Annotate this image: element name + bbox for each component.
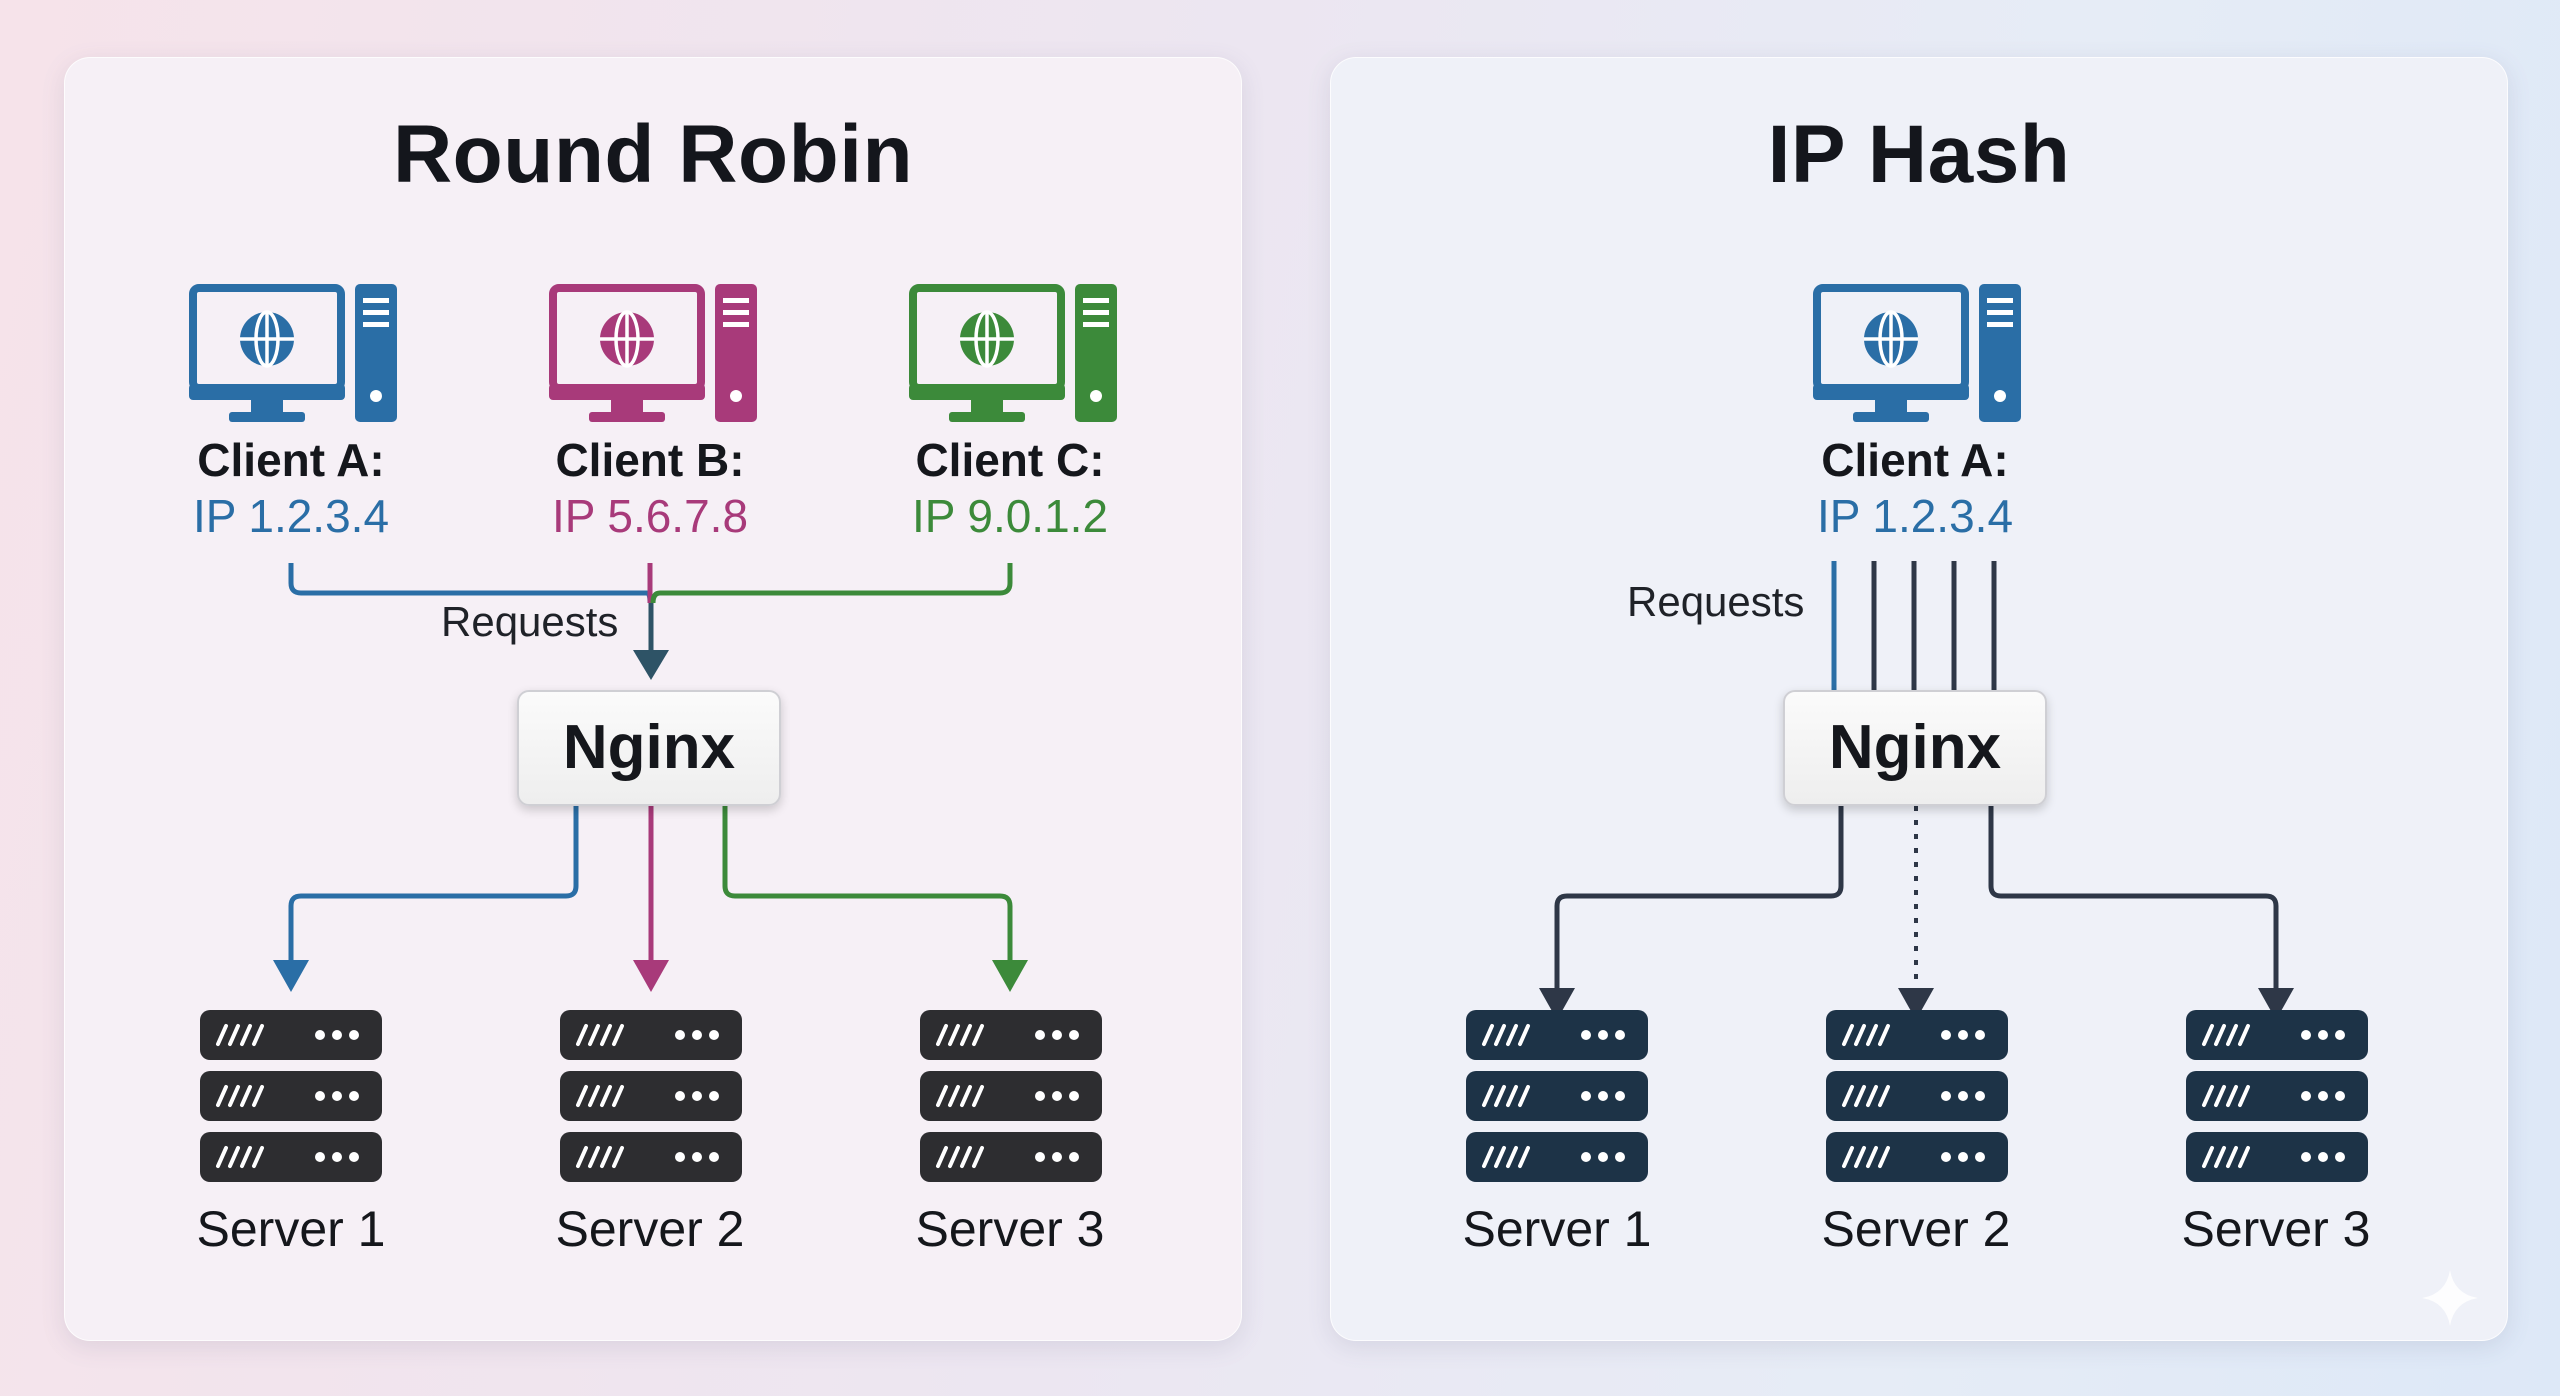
route-server-3-arrow-head: [992, 960, 1028, 992]
client-a-connector: [288, 563, 653, 604]
server-3-label: Server 3: [915, 1201, 1105, 1257]
client-b-label: Client B: IP 5.6.7.8: [550, 432, 750, 544]
ip-hash-panel: IP Hash Client A: IP 1.2.3.4 Req: [1330, 57, 2508, 1341]
client-a-label: Client A: IP 1.2.3.4: [1815, 432, 2015, 544]
server-2-icon: [560, 1010, 742, 1182]
server-3-label: Server 3: [2181, 1201, 2371, 1257]
client-c-connector: [650, 563, 1013, 604]
route-server-3: [1988, 806, 2279, 996]
client-c-ip: IP 9.0.1.2: [911, 490, 1109, 542]
ip-hash-diagram: [1466, 284, 2368, 1182]
server-1-icon: [1466, 1010, 1648, 1182]
route-server-3-arrow-head: [2258, 988, 2294, 1020]
requests-arrow-head: [633, 650, 669, 680]
server-2-label: Server 2: [555, 1201, 745, 1257]
sparkle-icon: [2422, 1270, 2478, 1326]
server-2-label: Server 2: [1821, 1201, 2011, 1257]
client-a-ip: IP 1.2.3.4: [192, 490, 390, 542]
client-a-computer-icon: [189, 284, 397, 422]
client-a-label: Client A: IP 1.2.3.4: [191, 432, 391, 544]
round-robin-diagram: [189, 284, 1117, 1182]
client-b-computer-icon: [549, 284, 757, 422]
ip-hash-title: IP Hash: [1767, 109, 2071, 200]
route-server-1-arrow-head: [273, 960, 309, 992]
server-3-icon: [920, 1010, 1102, 1182]
route-server-1: [1554, 806, 1844, 996]
requests-label: Requests: [1627, 578, 1805, 625]
requests-label: Requests: [441, 598, 619, 645]
server-2-icon: [1826, 1010, 2008, 1182]
client-a-computer-icon: [1813, 284, 2021, 422]
client-a-name: Client A:: [197, 434, 385, 486]
server-1-label: Server 1: [1462, 1201, 1652, 1257]
route-server-3: [722, 806, 1013, 968]
client-c-computer-icon: [909, 284, 1117, 422]
nginx-box: Nginx: [517, 690, 781, 806]
client-b-name: Client B:: [555, 434, 745, 486]
nginx-box: Nginx: [1783, 690, 2047, 806]
client-b-ip: IP 5.6.7.8: [551, 490, 749, 542]
route-server-2-arrow-head: [1898, 988, 1934, 1020]
client-a-name: Client A:: [1821, 434, 2009, 486]
server-1-label: Server 1: [196, 1201, 386, 1257]
server-3-icon: [2186, 1010, 2368, 1182]
server-1-icon: [200, 1010, 382, 1182]
route-server-1: [288, 806, 579, 968]
client-c-label: Client C: IP 9.0.1.2: [910, 432, 1110, 544]
route-server-2-arrow-head: [633, 960, 669, 992]
round-robin-title: Round Robin: [392, 109, 914, 200]
round-robin-panel: Round Robin Client A: IP 1.2.3.4 Client …: [64, 57, 1242, 1341]
client-a-ip: IP 1.2.3.4: [1816, 490, 2014, 542]
route-server-1-arrow-head: [1539, 988, 1575, 1020]
client-c-name: Client C:: [915, 434, 1105, 486]
